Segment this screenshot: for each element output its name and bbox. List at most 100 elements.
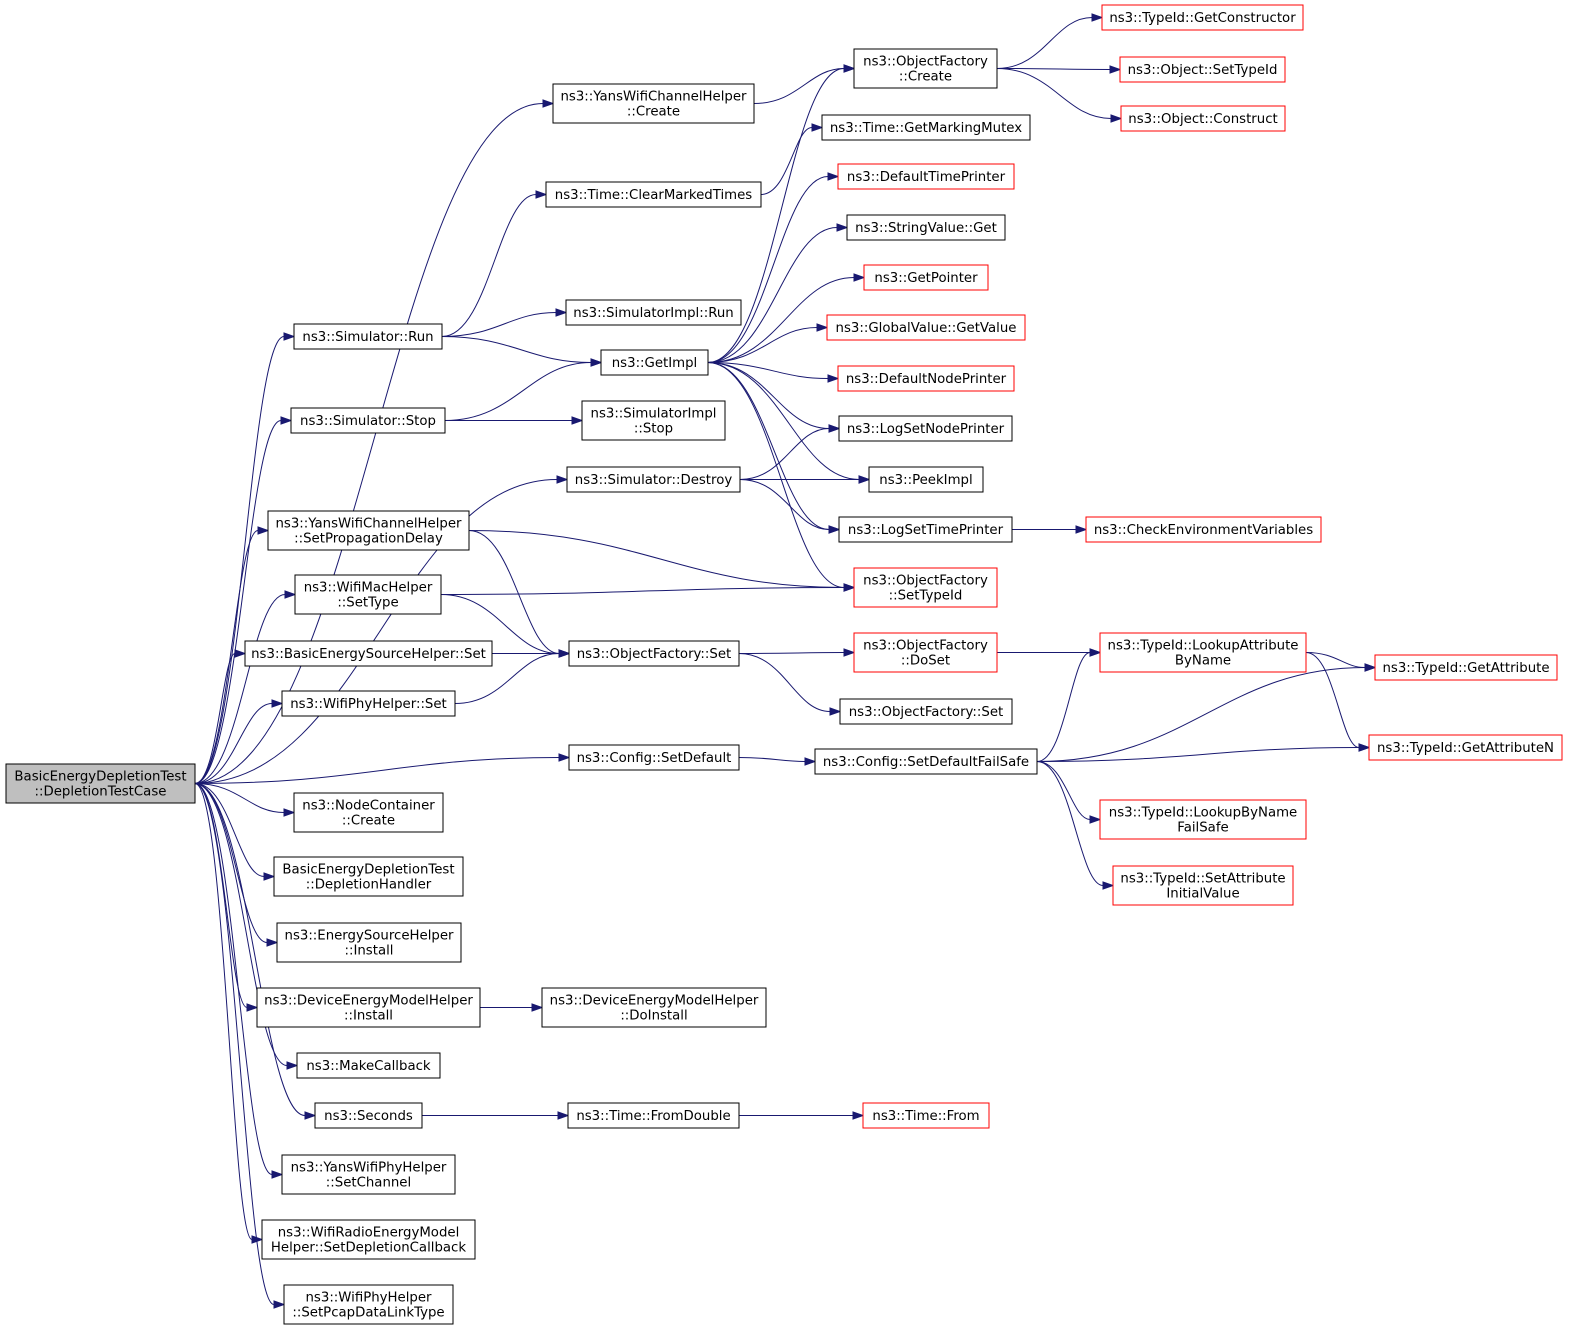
edge-config_setdefaultfailsafe-to-lookup_byname_failsafe: [1036, 761, 1102, 824]
edge-arrowhead: [284, 590, 297, 599]
edge-line: [707, 327, 818, 363]
edge-line: [739, 479, 830, 530]
node-box: [290, 407, 446, 434]
node-box: [1101, 4, 1304, 31]
node-objfactory_set2[interactable]: ns3::ObjectFactory::Set: [839, 698, 1013, 725]
node-sim_stop[interactable]: ns3::Simulator::Stop: [290, 407, 446, 434]
edge-arrowhead: [590, 358, 603, 367]
node-default_time_printer[interactable]: ns3::DefaultTimePrinter: [837, 163, 1015, 190]
edge-line: [738, 652, 845, 654]
node-peek_impl[interactable]: ns3::PeekImpl: [868, 466, 984, 493]
node-label: ns3::DeviceEnergyModelHelper: [550, 994, 759, 1009]
node-wifimac_settype[interactable]: ns3::WifiMacHelper::SetType: [294, 574, 442, 615]
node-depletion_handler[interactable]: BasicEnergyDepletionTest::DepletionHandl…: [273, 856, 464, 897]
node-devenergy_doinstall[interactable]: ns3::DeviceEnergyModelHelper::DoInstall: [541, 987, 767, 1028]
node-root[interactable]: BasicEnergyDepletionTest::DepletionTestC…: [5, 763, 196, 804]
node-label: ::SetType: [337, 596, 398, 611]
node-get_pointer[interactable]: ns3::GetPointer: [863, 264, 989, 291]
node-object_construct[interactable]: ns3::Object::Construct: [1120, 105, 1286, 132]
node-box: [846, 214, 1006, 241]
node-seconds[interactable]: ns3::Seconds: [314, 1102, 423, 1129]
edge-line: [739, 428, 830, 480]
node-config_setdefault[interactable]: ns3::Config::SetDefault: [568, 744, 740, 771]
node-energy_install[interactable]: ns3::EnergySourceHelper::Install: [276, 922, 462, 963]
node-label: ns3::ObjectFactory: [863, 55, 988, 70]
node-fromdouble[interactable]: ns3::Time::FromDouble: [567, 1102, 740, 1129]
edge-yans_create-to-objfactory_create: [753, 64, 856, 104]
edge-line: [707, 277, 855, 363]
node-typeid_getattributen[interactable]: ns3::TypeId::GetAttributeN: [1368, 734, 1563, 761]
node-stringvalue_get[interactable]: ns3::StringValue::Get: [846, 214, 1006, 241]
edge-log_set_time_printer-to-check_env_vars: [1012, 525, 1088, 534]
node-label: BasicEnergyDepletionTest: [14, 770, 186, 785]
node-box: [1112, 865, 1294, 906]
edge-arrowhead: [558, 649, 571, 658]
node-wifiphy_setpcap[interactable]: ns3::WifiPhyHelper::SetPcapDataLinkType: [283, 1284, 454, 1325]
node-wifiradio_setdepl[interactable]: ns3::WifiRadioEnergyModelHelper::SetDepl…: [261, 1219, 476, 1260]
edge-line: [441, 194, 537, 337]
node-label: ::Create: [899, 70, 952, 85]
node-typeid_getattribute[interactable]: ns3::TypeId::GetAttribute: [1374, 654, 1558, 681]
node-globalvalue_getvalue[interactable]: ns3::GlobalValue::GetValue: [826, 314, 1026, 341]
node-object_settypeid[interactable]: ns3::Object::SetTypeId: [1119, 56, 1286, 83]
node-wifiphy_set[interactable]: ns3::WifiPhyHelper::Set: [281, 690, 456, 717]
node-makecallback[interactable]: ns3::MakeCallback: [296, 1052, 441, 1079]
node-get_impl[interactable]: ns3::GetImpl: [600, 349, 709, 376]
edge-arrowhead: [1110, 114, 1123, 123]
node-box: [600, 349, 709, 376]
node-label: ns3::LogSetTimePrinter: [848, 523, 1004, 538]
node-label: ns3::TypeId::LookupByName: [1109, 806, 1297, 821]
edge-line: [440, 587, 845, 595]
node-simimpl_run[interactable]: ns3::SimulatorImpl::Run: [565, 299, 742, 326]
node-basic_set[interactable]: ns3::BasicEnergySourceHelper::Set: [244, 640, 493, 667]
node-nodecontainer_create[interactable]: ns3::NodeContainer::Create: [293, 792, 444, 833]
node-label: ns3::WifiRadioEnergyModel: [278, 1226, 460, 1241]
edge-arrowhead: [816, 323, 829, 332]
node-sim_run[interactable]: ns3::Simulator::Run: [293, 323, 443, 350]
node-box: [1368, 734, 1563, 761]
node-time_from[interactable]: ns3::Time::From: [862, 1102, 990, 1129]
edge-line: [1036, 667, 1366, 762]
node-config_setdefaultfailsafe[interactable]: ns3::Config::SetDefaultFailSafe: [814, 748, 1038, 775]
node-default_node_printer[interactable]: ns3::DefaultNodePrinter: [837, 365, 1015, 392]
edge-get_impl-to-objfactory_create: [707, 64, 856, 363]
node-yans_create[interactable]: ns3::YansWifiChannelHelper::Create: [552, 83, 755, 124]
node-yansphy_setchannel[interactable]: ns3::YansWifiPhyHelper::SetChannel: [281, 1154, 456, 1195]
node-objfactory_settypeid[interactable]: ns3::ObjectFactory::SetTypeId: [853, 567, 998, 608]
edge-objfactory_set-to-objfactory_doset: [738, 648, 856, 657]
node-log_set_time_printer[interactable]: ns3::LogSetTimePrinter: [838, 516, 1013, 543]
edge-line: [707, 227, 838, 363]
node-box: [541, 987, 767, 1028]
edge-line: [738, 757, 806, 762]
node-box: [1099, 799, 1307, 840]
node-objfactory_create[interactable]: ns3::ObjectFactory::Create: [853, 48, 998, 89]
node-label: ns3::WifiPhyHelper: [306, 1291, 433, 1306]
node-label: FailSafe: [1177, 821, 1228, 836]
node-box: [294, 574, 442, 615]
node-get_constructor[interactable]: ns3::TypeId::GetConstructor: [1101, 4, 1304, 31]
node-devenergy_install[interactable]: ns3::DeviceEnergyModelHelper::Install: [256, 987, 481, 1028]
node-box: [1119, 56, 1286, 83]
node-check_env_vars[interactable]: ns3::CheckEnvironmentVariables: [1085, 516, 1322, 543]
node-objfactory_doset[interactable]: ns3::ObjectFactory::DoSet: [853, 632, 998, 673]
node-label: ::Create: [627, 105, 680, 120]
node-label: ns3::YansWifiChannelHelper: [275, 517, 462, 532]
node-objfactory_set[interactable]: ns3::ObjectFactory::Set: [568, 640, 740, 667]
edge-objfactory_create-to-object_settypeid: [996, 65, 1122, 74]
node-label: ::Stop: [634, 422, 673, 437]
node-sim_destroy[interactable]: ns3::Simulator::Destroy: [566, 466, 741, 493]
node-get_marking_mutex[interactable]: ns3::Time::GetMarkingMutex: [821, 114, 1031, 141]
edge-arrowhead: [828, 525, 841, 534]
edge-arrowhead: [1358, 743, 1371, 752]
node-simimpl_stop[interactable]: ns3::SimulatorImpl::Stop: [581, 400, 726, 441]
node-clear_marked[interactable]: ns3::Time::ClearMarkedTimes: [545, 181, 762, 208]
edge-line: [441, 312, 557, 337]
edge-line: [194, 783, 253, 1240]
node-yans_setprop[interactable]: ns3::YansWifiChannelHelper::SetPropagati…: [267, 510, 470, 551]
edge-yans_setprop-to-objfactory_settypeid: [468, 530, 856, 592]
node-log_set_node_printer[interactable]: ns3::LogSetNodePrinter: [838, 415, 1013, 442]
node-box: [565, 299, 742, 326]
